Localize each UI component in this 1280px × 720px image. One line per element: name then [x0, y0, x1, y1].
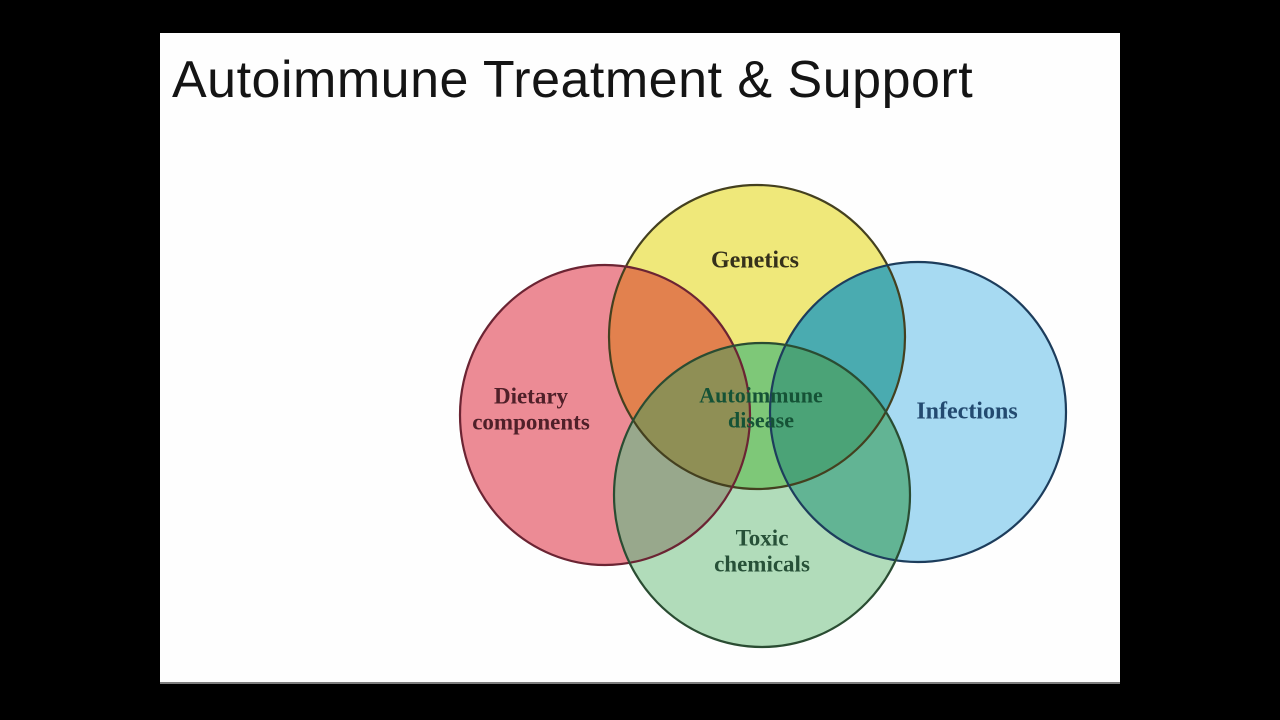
overlap-genetics-dietary-toxic	[614, 343, 750, 489]
label-autoimmune-disease: Autoimmune disease	[699, 382, 823, 432]
label-infections: Infections	[916, 398, 1018, 425]
label-genetics: Genetics	[711, 247, 799, 274]
outline-toxic	[612, 341, 912, 649]
label-dietary-components: Dietary components	[472, 383, 590, 434]
outline-dietary	[458, 263, 752, 567]
slide-title: Autoimmune Treatment & Support	[172, 51, 974, 109]
outline-genetics	[607, 183, 907, 491]
overlap-genetics-dietary	[609, 265, 750, 489]
overlap-genetics-infections-toxic	[770, 343, 905, 489]
outline-infections	[768, 260, 1068, 564]
label-toxic-chemicals: Toxic chemicals	[714, 525, 810, 576]
